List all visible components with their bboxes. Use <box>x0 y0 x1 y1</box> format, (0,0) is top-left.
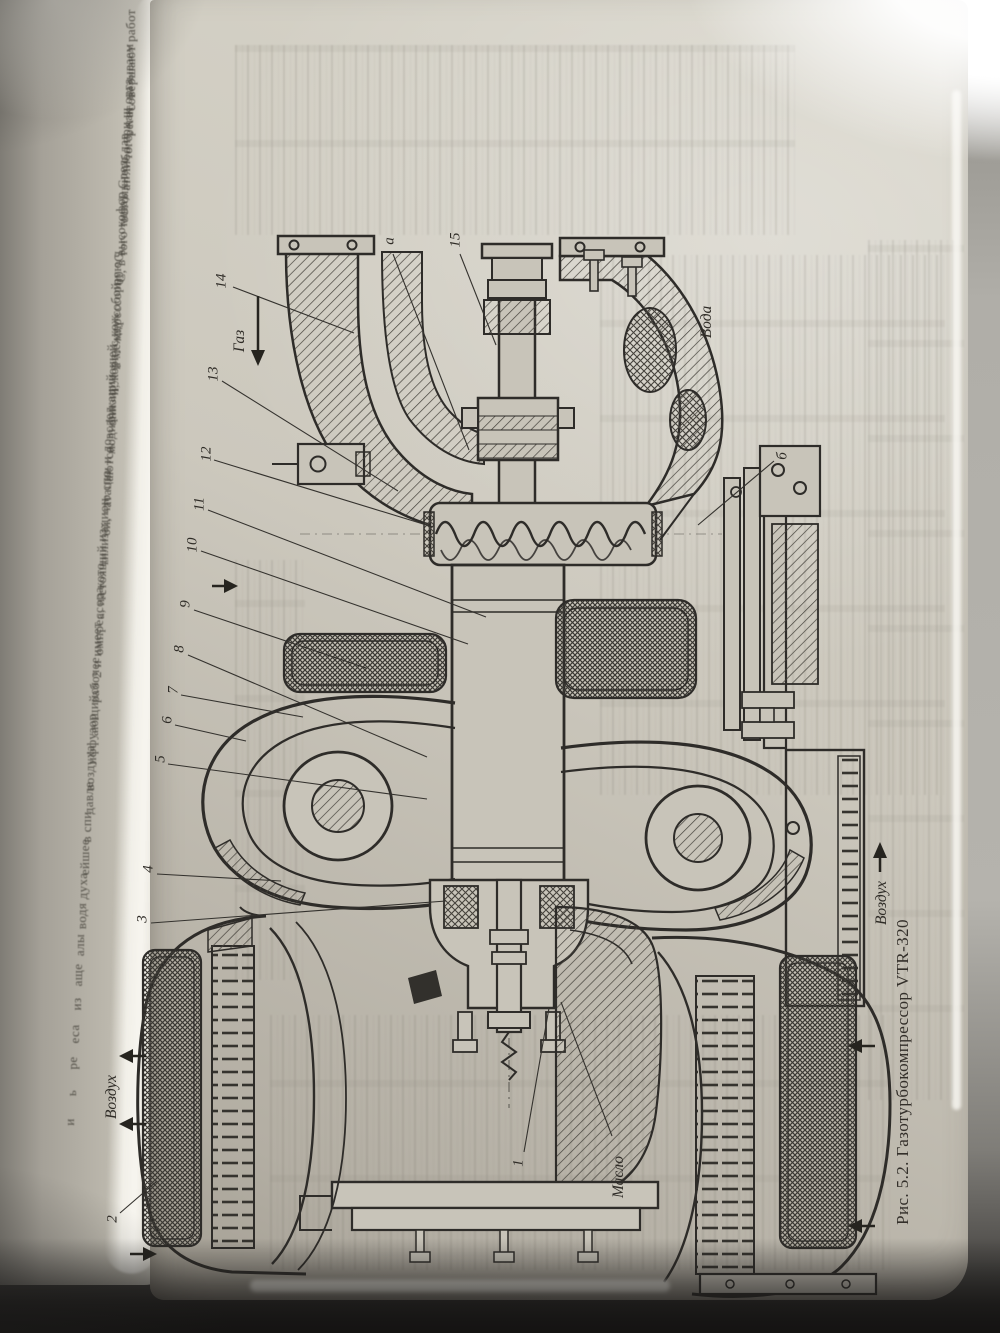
callout-label-4: 4 <box>140 865 157 873</box>
callout-label-а: а <box>381 237 398 245</box>
callout-label-6: 6 <box>159 716 176 724</box>
left-page-text-fragment: ре <box>65 1056 81 1070</box>
page-right-edge-highlight <box>952 90 961 1110</box>
callout-label-8: 8 <box>171 645 188 653</box>
left-page-text-fragment: еса <box>66 1024 82 1043</box>
callout-label-11: 11 <box>191 497 208 511</box>
callout-label-13: 13 <box>205 366 222 382</box>
left-page-text-fragment: водя <box>73 902 89 929</box>
left-page-text-fragment: давле <box>80 781 96 814</box>
left-page-text-fragment: ь <box>63 1089 79 1096</box>
oil-label: Масло <box>610 1155 627 1199</box>
figure-caption: Рис. 5.2. Газотурбокомпрессор VTR-320 <box>893 919 912 1225</box>
callout-label-3: 3 <box>134 915 151 923</box>
callout-label-15: 15 <box>447 232 464 248</box>
water-label: Вода <box>698 305 715 339</box>
page-bottom-edge-highlight <box>250 1280 670 1292</box>
air-right-label: Воздух <box>873 880 890 926</box>
callout-label-10: 10 <box>184 537 201 553</box>
gas-label: Газ <box>231 329 248 353</box>
callout-label-7: 7 <box>165 686 182 694</box>
left-page-text-fragment: и <box>61 1118 77 1126</box>
callout-label-5: 5 <box>152 755 169 763</box>
left-page-text-fragment: алы <box>72 933 87 957</box>
callout-label-2: 2 <box>104 1215 121 1223</box>
left-page-text-fragment: ейшее <box>77 838 93 875</box>
callout-label-12: 12 <box>198 446 215 462</box>
air-left-label: Воздух <box>103 1074 120 1120</box>
callout-label-б: б <box>774 452 791 460</box>
left-page-text-fragment: аще <box>70 963 86 986</box>
left-page-text-fragment: духа <box>75 872 91 900</box>
left-page-text-fragment: из <box>68 997 84 1011</box>
callout-label-14: 14 <box>213 273 230 289</box>
callout-label-1: 1 <box>510 1159 527 1167</box>
callout-label-9: 9 <box>177 600 194 608</box>
